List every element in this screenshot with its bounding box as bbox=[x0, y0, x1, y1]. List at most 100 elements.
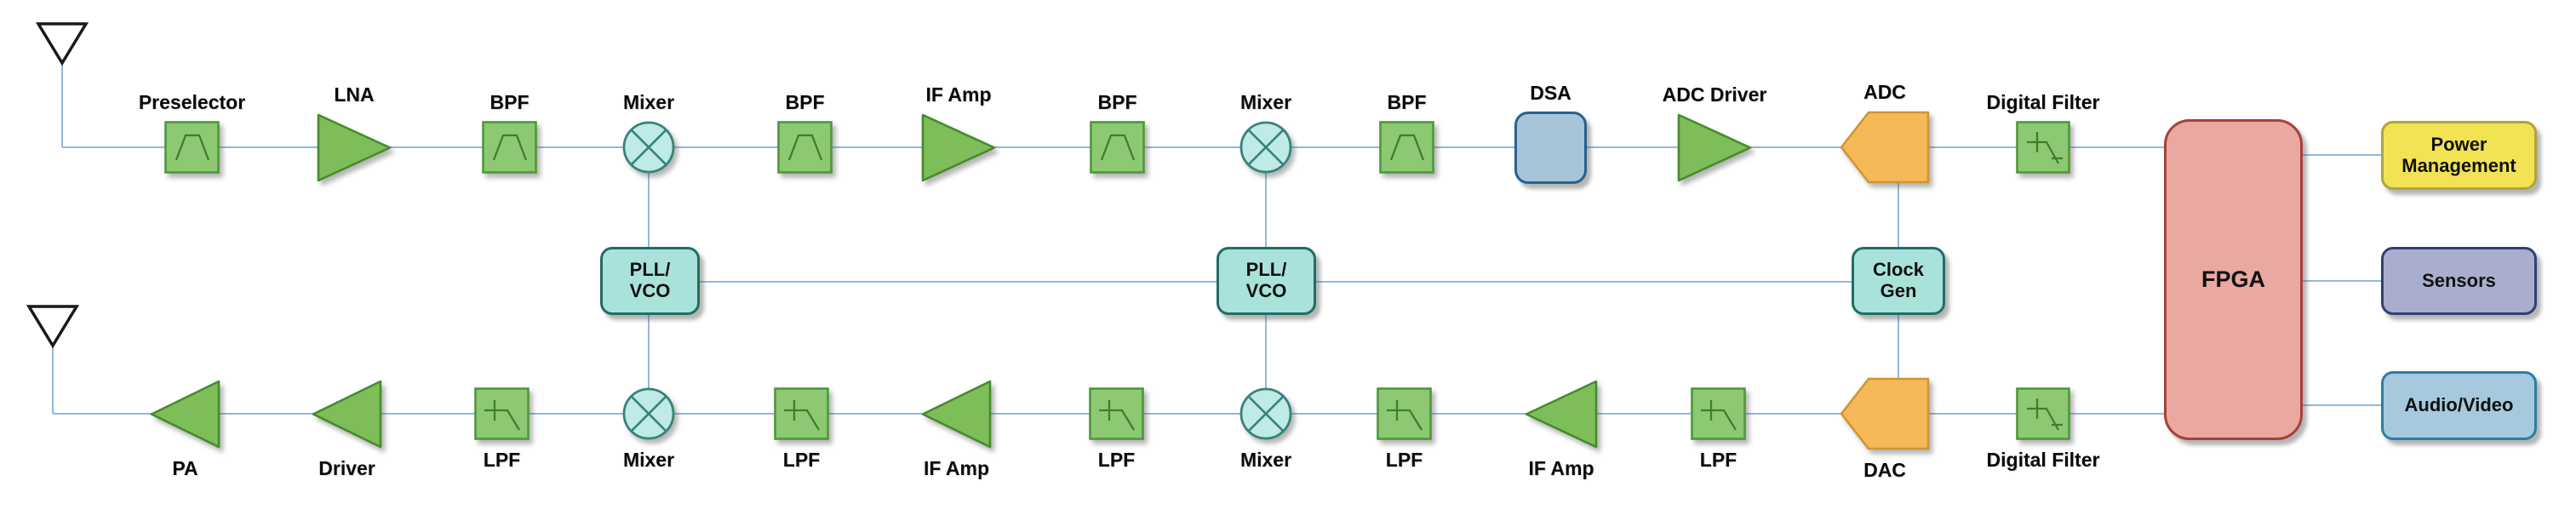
label-ifamp-tx2: IF Amp bbox=[1528, 457, 1594, 479]
label-bpf2: BPF bbox=[785, 91, 825, 113]
mixer-x-icon bbox=[630, 129, 667, 166]
antenna-tx-icon bbox=[26, 305, 80, 349]
label-mixer-tx2: Mixer bbox=[1239, 449, 1292, 471]
converter-pentagon-icon bbox=[1840, 111, 1930, 184]
filter-box bbox=[164, 121, 220, 174]
clock-gen-text: Clock Gen bbox=[1873, 259, 1924, 301]
block-lpf1 bbox=[474, 387, 530, 440]
bandpass-response-icon bbox=[1100, 134, 1136, 161]
bandpass-response-icon bbox=[787, 134, 823, 161]
label-preselector: Preselector bbox=[138, 91, 246, 113]
label-dsa: DSA bbox=[1530, 82, 1571, 104]
filter-box bbox=[1691, 387, 1746, 440]
block-mixer-tx2 bbox=[1239, 387, 1292, 440]
lowpass-response-icon bbox=[1701, 409, 1737, 431]
label-adc-driver: ADC Driver bbox=[1662, 83, 1767, 106]
filter-box bbox=[1089, 387, 1144, 440]
pll-vco-1-text: PLL/ VCO bbox=[629, 259, 671, 301]
label-lpf4: LPF bbox=[1385, 449, 1423, 471]
amplifier-triangle-icon bbox=[1677, 113, 1752, 182]
amplifier-triangle-icon bbox=[921, 113, 996, 182]
filter-box bbox=[1090, 121, 1145, 174]
block-pll-vco-1: PLL/ VCO bbox=[600, 247, 700, 315]
label-ifamp-rx: IF Amp bbox=[925, 83, 992, 106]
label-lpf5: LPF bbox=[1699, 449, 1737, 471]
block-clock-gen: Clock Gen bbox=[1852, 247, 1945, 315]
filter-box bbox=[2016, 387, 2070, 440]
label-pa: PA bbox=[172, 457, 198, 479]
label-bpf3: BPF bbox=[1097, 91, 1137, 113]
bandpass-response-icon bbox=[1389, 134, 1425, 161]
block-ifamp-tx1 bbox=[921, 380, 992, 449]
label-mixer-rx2: Mixer bbox=[1239, 91, 1292, 113]
block-power-management: Power Management bbox=[2381, 121, 2537, 190]
block-bpf2 bbox=[777, 121, 833, 174]
mixer-x-icon bbox=[1247, 129, 1285, 166]
block-ifamp-tx2 bbox=[1525, 380, 1598, 449]
block-lpf5 bbox=[1691, 387, 1746, 440]
converter-pentagon-icon bbox=[1840, 377, 1930, 450]
block-ifamp-rx bbox=[921, 113, 996, 182]
fpga-text: FPGA bbox=[2201, 266, 2265, 293]
block-bpf1 bbox=[482, 121, 537, 174]
label-digital-filter-rx: Digital Filter bbox=[1986, 91, 2100, 113]
label-lpf1: LPF bbox=[483, 449, 521, 471]
block-pll-vco-2: PLL/ VCO bbox=[1216, 247, 1316, 315]
filter-box bbox=[1379, 121, 1434, 174]
block-bpf4 bbox=[1379, 121, 1434, 174]
filter-box bbox=[777, 121, 833, 174]
block-driver bbox=[312, 380, 382, 449]
pll-vco-2-text: PLL/ VCO bbox=[1245, 259, 1287, 301]
block-mixer-rx2 bbox=[1239, 121, 1292, 174]
lowpass-response-icon bbox=[484, 409, 520, 431]
antenna-rx-icon bbox=[35, 22, 89, 66]
block-sensors: Sensors bbox=[2381, 247, 2537, 315]
label-dac: DAC bbox=[1863, 459, 1906, 481]
amplifier-triangle-icon bbox=[921, 380, 992, 449]
block-audio-video: Audio/Video bbox=[2381, 371, 2537, 440]
block-lpf4 bbox=[1377, 387, 1432, 440]
block-mixer-rx1 bbox=[622, 121, 675, 174]
label-lpf3: LPF bbox=[1097, 449, 1136, 471]
label-bpf4: BPF bbox=[1387, 91, 1427, 113]
sensors-text: Sensors bbox=[2422, 269, 2496, 291]
block-lpf2 bbox=[774, 387, 829, 440]
filter-box bbox=[774, 387, 829, 440]
block-mixer-tx1 bbox=[622, 387, 675, 440]
block-fpga: FPGA bbox=[2164, 119, 2303, 440]
mixer-x-icon bbox=[1247, 395, 1285, 432]
block-preselector bbox=[164, 121, 220, 174]
label-mixer-tx1: Mixer bbox=[622, 449, 675, 471]
filter-box bbox=[1377, 387, 1432, 440]
block-adc-driver bbox=[1677, 113, 1752, 182]
label-lpf2: LPF bbox=[782, 449, 821, 471]
block-adc bbox=[1840, 111, 1930, 184]
block-digital-filter-tx bbox=[2016, 387, 2070, 440]
amplifier-triangle-icon bbox=[150, 380, 220, 449]
label-adc: ADC bbox=[1863, 81, 1906, 103]
amplifier-triangle-icon bbox=[1525, 380, 1598, 449]
filter-box bbox=[2016, 121, 2070, 174]
block-digital-filter-rx bbox=[2016, 121, 2070, 174]
filter-box bbox=[474, 387, 530, 440]
label-ifamp-tx1: IF Amp bbox=[923, 457, 990, 479]
block-lna bbox=[317, 113, 392, 182]
amplifier-triangle-icon bbox=[317, 113, 392, 182]
lowpass-response-icon bbox=[1099, 409, 1135, 431]
power-management-text: Power Management bbox=[2401, 133, 2516, 176]
amplifier-triangle-icon bbox=[312, 380, 382, 449]
lowpass-response-icon bbox=[1387, 409, 1423, 431]
bandpass-response-icon bbox=[175, 134, 210, 161]
audio-video-text: Audio/Video bbox=[2404, 394, 2514, 416]
label-mixer-rx1: Mixer bbox=[622, 91, 675, 113]
block-bpf3 bbox=[1090, 121, 1145, 174]
digital-filter-response-icon bbox=[2027, 407, 2060, 431]
label-digital-filter-tx: Digital Filter bbox=[1986, 449, 2100, 471]
block-dac bbox=[1840, 377, 1930, 450]
lowpass-response-icon bbox=[784, 409, 820, 431]
bandpass-response-icon bbox=[492, 134, 528, 161]
digital-filter-response-icon bbox=[2027, 140, 2060, 164]
label-bpf1: BPF bbox=[489, 91, 530, 113]
